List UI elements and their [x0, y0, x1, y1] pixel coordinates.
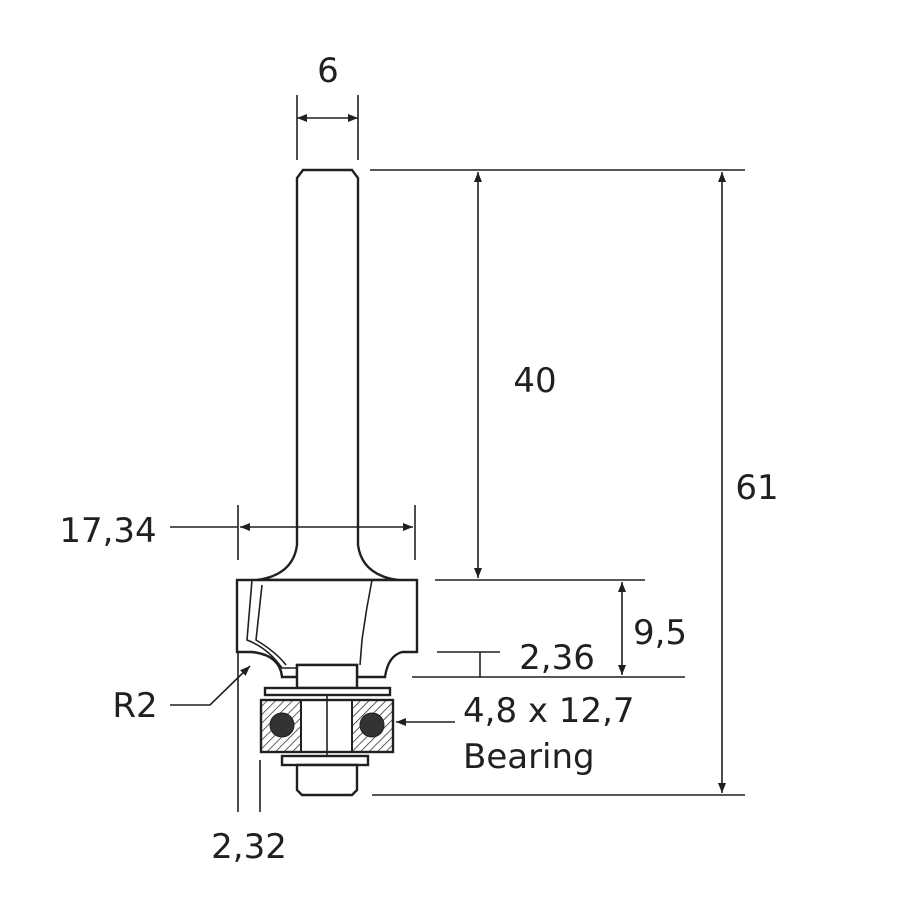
lower-washer	[280, 754, 370, 767]
bearing-ball	[269, 712, 295, 738]
label-bearing: Bearing	[463, 737, 595, 777]
upper-washer	[263, 686, 392, 697]
dim-offset: 2,32	[211, 652, 287, 867]
label-bearing-size: 4,8 x 12,7	[463, 691, 635, 731]
label-offset: 2,32	[211, 827, 287, 867]
dim-shank-diameter: 6	[296, 51, 359, 160]
dim-cutting-height: 9,5	[618, 582, 687, 675]
bearing	[259, 695, 395, 760]
dim-cutting-length: 40	[474, 172, 557, 578]
label-step-height: 2,36	[519, 638, 595, 678]
label-radius: R2	[112, 686, 157, 726]
bearing-ball	[359, 712, 385, 738]
dim-overall-length: 61	[718, 172, 779, 793]
neck	[295, 663, 359, 690]
shaft-tip	[295, 763, 359, 797]
dim-step-height: 2,36	[437, 638, 595, 678]
cutter-body	[235, 578, 419, 679]
label-shank-diameter: 6	[317, 51, 339, 91]
dim-cutting-diameter: 17,34	[59, 505, 416, 560]
label-overall-length: 61	[735, 468, 778, 508]
label-cutting-length: 40	[513, 361, 556, 401]
label-cutting-diameter: 17,34	[59, 511, 156, 551]
shank	[256, 168, 399, 582]
router-bit	[235, 168, 419, 797]
bearing-callout: 4,8 x 12,7 Bearing	[396, 691, 635, 777]
dim-radius: R2	[112, 665, 251, 726]
label-cutting-height: 9,5	[633, 613, 687, 653]
